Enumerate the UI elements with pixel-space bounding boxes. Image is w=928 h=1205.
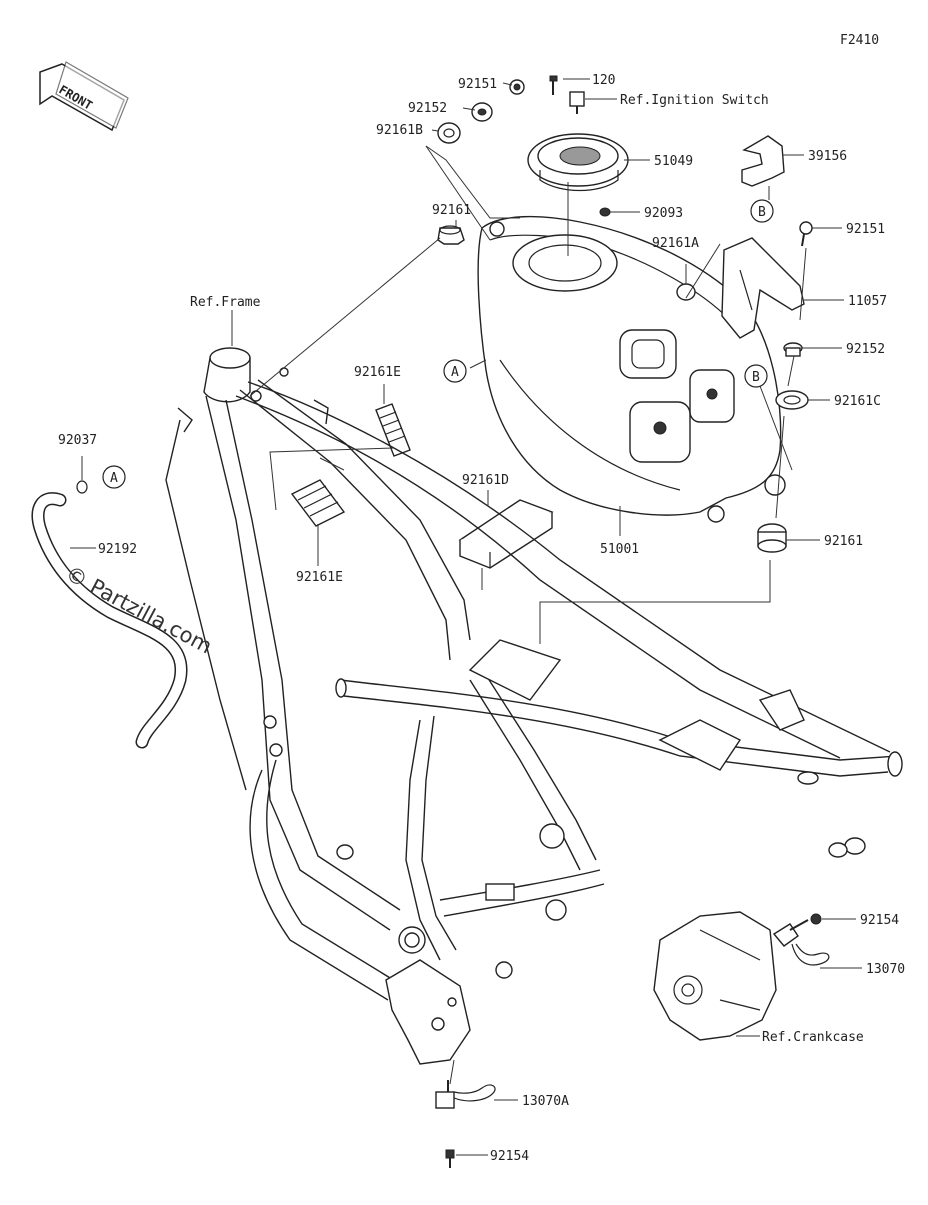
svg-text:B: B <box>758 205 766 220</box>
screw-120[interactable] <box>549 75 558 95</box>
sensor-13070A[interactable] <box>435 1080 496 1109</box>
watermark: © Partzilla.com <box>62 561 216 658</box>
label-39156: 39156 <box>808 149 847 164</box>
label-crankcase: Ref.Crankcase <box>762 1030 864 1045</box>
label-92152-right: 92152 <box>846 342 885 357</box>
label-51001: 51001 <box>600 542 639 557</box>
marker-a-hose: A <box>102 465 126 489</box>
bolt-92154-bottom[interactable] <box>445 1149 455 1168</box>
label-92161D: 92161D <box>462 473 509 488</box>
pad-92161E-bottom[interactable] <box>290 479 346 527</box>
label-92154-right: 92154 <box>860 913 899 928</box>
svg-text:A: A <box>110 471 118 486</box>
label-92151-top: 92151 <box>458 77 497 92</box>
label-frame: Ref.Frame <box>190 295 261 310</box>
collar-92152-top[interactable] <box>471 102 493 122</box>
bolt-92151-top[interactable] <box>509 79 525 95</box>
label-92151-right: 92151 <box>846 222 885 237</box>
marker-b-right: B <box>744 364 768 388</box>
label-92161C: 92161C <box>834 394 881 409</box>
label-11057: 11057 <box>848 294 887 309</box>
damper-92161-left[interactable] <box>437 225 465 245</box>
damper-92161-right[interactable] <box>757 523 787 553</box>
label-13070: 13070 <box>866 962 905 977</box>
label-92161-right: 92161 <box>824 534 863 549</box>
gasket-92093[interactable] <box>599 207 611 217</box>
marker-b-top: B <box>750 199 774 223</box>
label-ignition-switch: Ref.Ignition Switch <box>620 93 769 108</box>
damper-92161B[interactable] <box>437 122 461 144</box>
svg-text:B: B <box>752 370 760 385</box>
front-arrow-icon: FRONT <box>39 61 129 132</box>
marker-a-tank: A <box>443 359 467 383</box>
label-92161B: 92161B <box>376 123 423 138</box>
bracket-11057[interactable] <box>721 237 805 339</box>
figure-code: F2410 <box>840 33 879 48</box>
collar-92152-right[interactable] <box>783 342 803 357</box>
label-92154-bottom: 92154 <box>490 1149 529 1164</box>
sensor-13070[interactable] <box>772 919 830 966</box>
label-13070A: 13070A <box>522 1094 569 1109</box>
label-92161E-top: 92161E <box>354 365 401 380</box>
label-92161A: 92161A <box>652 236 699 251</box>
label-92152-top: 92152 <box>408 101 447 116</box>
label-120: 120 <box>592 73 615 88</box>
pad-92161E-top[interactable] <box>375 403 411 457</box>
label-92161-left: 92161 <box>432 203 471 218</box>
damper-92161C[interactable] <box>775 390 809 410</box>
bracket-39156[interactable] <box>741 135 785 187</box>
frame-ref <box>165 347 903 1065</box>
label-92192: 92192 <box>98 542 137 557</box>
fuel-tank-51001[interactable] <box>477 215 786 523</box>
label-92093: 92093 <box>644 206 683 221</box>
clamp-92037[interactable] <box>76 480 88 494</box>
callout-labels: 92151 120 Ref.Ignition Switch 92152 9216… <box>58 73 905 1164</box>
bolt-92151-right[interactable] <box>799 221 813 247</box>
leader-lines <box>70 78 862 1156</box>
ignition-switch-ref <box>569 91 585 114</box>
label-92037: 92037 <box>58 433 97 448</box>
pad-92161D[interactable] <box>458 499 554 569</box>
label-92161E-bottom: 92161E <box>296 570 343 585</box>
svg-text:A: A <box>451 365 459 380</box>
hose-92192[interactable] <box>31 492 188 749</box>
fuel-cap-51049[interactable] <box>527 133 629 192</box>
label-51049: 51049 <box>654 154 693 169</box>
crankcase-ref <box>653 911 777 1041</box>
bolt-92154-right[interactable] <box>810 913 822 925</box>
